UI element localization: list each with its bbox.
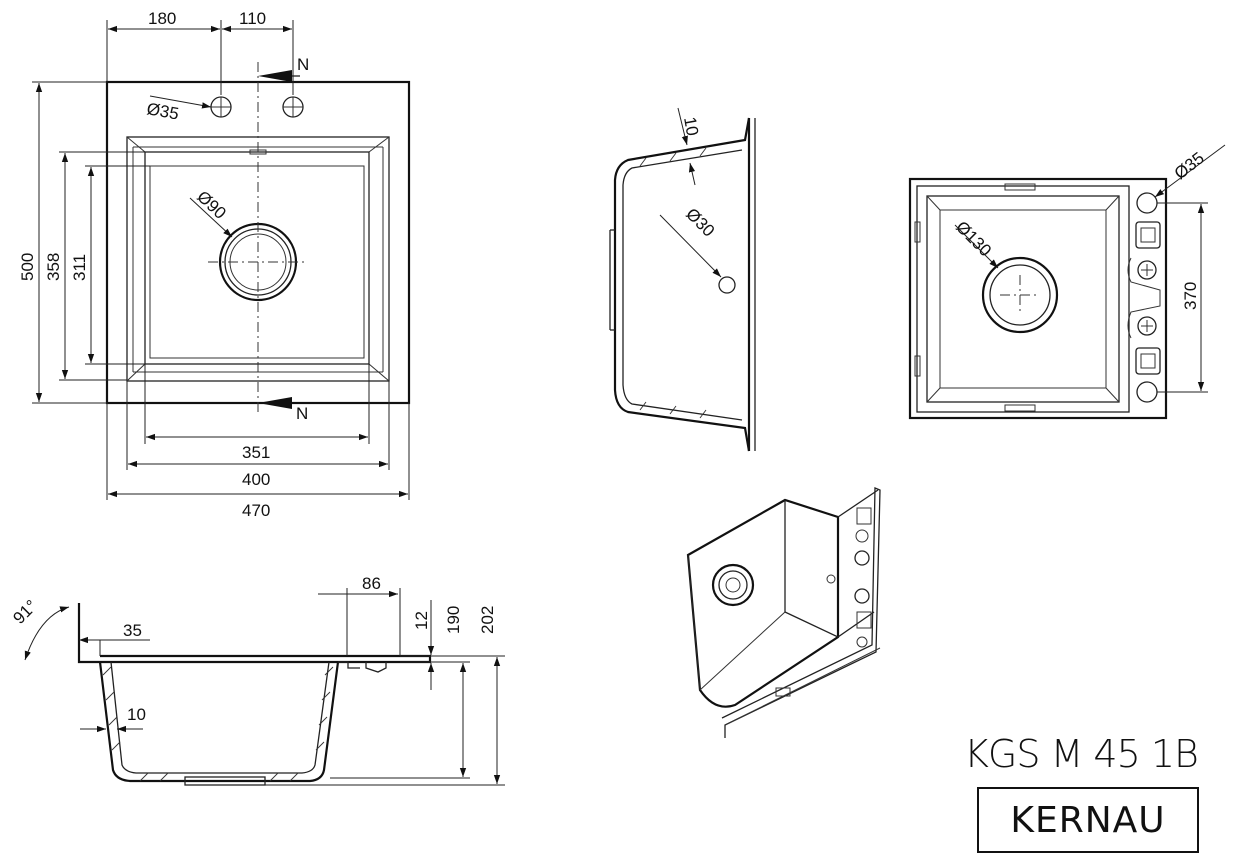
- bottom-view: Ø130 370 Ø35: [908, 144, 1226, 420]
- dim-wall-10: 10: [127, 705, 146, 724]
- dim-110: 110: [239, 9, 266, 28]
- side-hatching: [639, 147, 707, 419]
- dim-35: 35: [123, 621, 142, 640]
- tap-hole: [1136, 381, 1158, 403]
- dim-overflow-30: Ø30: [682, 204, 718, 240]
- dim-drain-diameter: Ø90: [193, 187, 229, 223]
- section-mark-n: N: [296, 404, 308, 423]
- side-view: Ø30 10: [609, 107, 756, 452]
- section-mark-n: N: [297, 55, 309, 74]
- drain-hole: [981, 256, 1059, 334]
- dim-358: 358: [44, 253, 63, 281]
- dim-tap-diameter: Ø35: [145, 99, 180, 123]
- iso-rim-features: [854, 507, 872, 648]
- product-model-name: KGS M 45 1B: [964, 732, 1199, 776]
- overflow-hole: [718, 276, 736, 294]
- dim-rim-10: 10: [680, 115, 702, 137]
- dim-400: 400: [242, 470, 270, 489]
- dim-angle-91: 91°: [9, 596, 41, 628]
- dim-tap-35: Ø35: [1171, 148, 1208, 183]
- dim-311: 311: [70, 254, 89, 281]
- dim-190: 190: [444, 606, 463, 634]
- dim-drain-130: Ø130: [952, 217, 995, 260]
- section-view: 91° 35 86 12 190 202 10: [9, 574, 505, 786]
- isometric-view: [686, 487, 881, 738]
- tap-hole: [1136, 192, 1158, 214]
- dim-202: 202: [478, 606, 497, 634]
- dim-180: 180: [148, 9, 176, 28]
- dim-12: 12: [412, 611, 431, 630]
- section-hatching: [102, 666, 334, 782]
- dim-470: 470: [242, 501, 270, 520]
- dim-370: 370: [1181, 282, 1200, 310]
- dim-351: 351: [242, 443, 270, 462]
- top-view: N N 180 110 Ø35 Ø90 500 358 311: [18, 9, 411, 520]
- brand-logo-box: KERNAU: [977, 787, 1199, 853]
- brand-name: KERNAU: [1010, 799, 1166, 841]
- dim-86: 86: [362, 574, 381, 593]
- dim-500: 500: [18, 253, 37, 281]
